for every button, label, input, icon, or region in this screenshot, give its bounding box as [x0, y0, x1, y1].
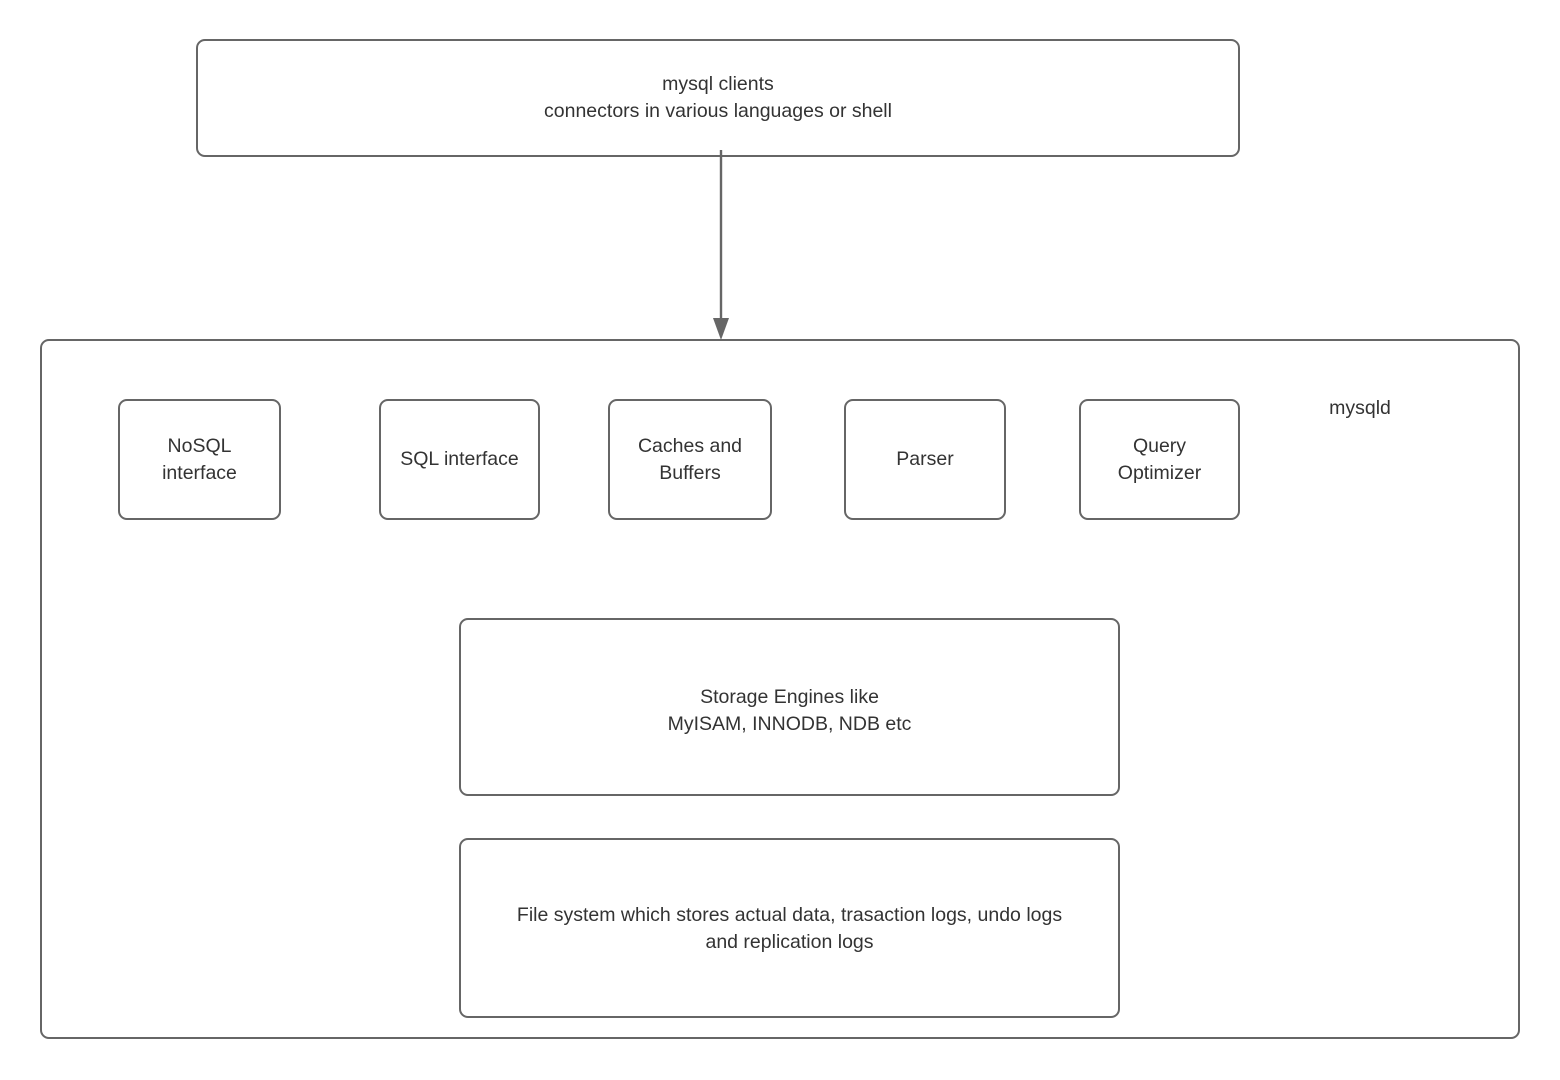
node-parser[interactable]: Parser: [844, 399, 1006, 520]
node-query-optimizer[interactable]: Query Optimizer: [1079, 399, 1240, 520]
node-nosql-interface[interactable]: NoSQL interface: [118, 399, 281, 520]
connector-clients-to-mysqld-icon: [713, 150, 729, 340]
node-mysql-clients[interactable]: mysql clients connectors in various lang…: [196, 39, 1240, 157]
node-caches-and-buffers[interactable]: Caches and Buffers: [608, 399, 772, 520]
node-sql-interface[interactable]: SQL interface: [379, 399, 540, 520]
mysqld-label: mysqld: [1329, 397, 1391, 419]
node-file-system[interactable]: File system which stores actual data, tr…: [459, 838, 1120, 1018]
node-storage-engines[interactable]: Storage Engines like MyISAM, INNODB, NDB…: [459, 618, 1120, 796]
